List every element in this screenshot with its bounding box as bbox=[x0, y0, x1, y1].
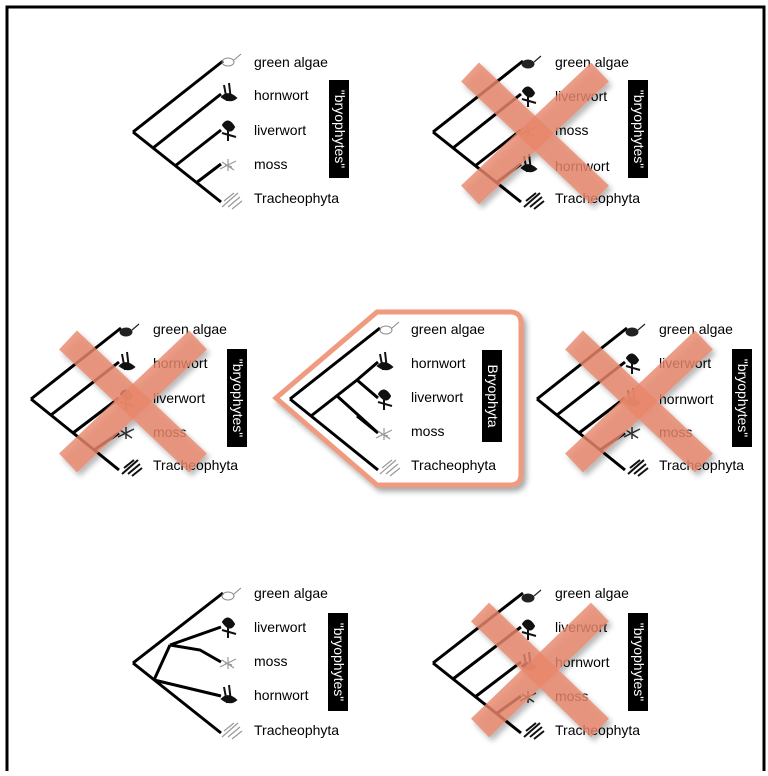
group-label: "bryophytes" bbox=[332, 90, 348, 168]
green-algae-icon bbox=[625, 323, 646, 337]
bryophyta-highlight-outline bbox=[272, 309, 524, 488]
green-algae-icon bbox=[521, 55, 542, 69]
group-label-box bbox=[482, 350, 502, 442]
taxon-label: Tracheophyta bbox=[254, 722, 339, 738]
tracheophyta-icon bbox=[221, 722, 243, 740]
taxon-label: liverwort bbox=[254, 619, 306, 635]
taxon-label: green algae bbox=[555, 54, 629, 70]
taxon-label: green algae bbox=[153, 321, 227, 337]
hornwort-icon bbox=[118, 351, 136, 371]
taxon-label: Tracheophyta bbox=[254, 190, 339, 206]
tracheophyta-icon bbox=[221, 192, 243, 210]
tree-4: green algae hornwort liverwort moss Trac… bbox=[289, 321, 502, 477]
group-label: "bryophytes" bbox=[331, 623, 347, 701]
moss-icon bbox=[623, 427, 641, 439]
tree-2: green algae liverwort moss hornwort Trac… bbox=[432, 54, 648, 210]
liverwort-icon bbox=[221, 120, 237, 141]
rejection-cross bbox=[565, 330, 713, 473]
tree-1-branches bbox=[132, 59, 224, 204]
tracheophyta-icon bbox=[523, 192, 545, 210]
rejection-cross bbox=[59, 330, 207, 473]
taxon-label: green algae bbox=[254, 54, 328, 70]
hornwort-icon bbox=[220, 82, 238, 102]
moss-icon bbox=[375, 428, 393, 440]
group-label-box bbox=[628, 613, 648, 711]
taxon-label: moss bbox=[411, 423, 444, 439]
liverwort-icon bbox=[521, 619, 537, 640]
group-label-box bbox=[329, 80, 349, 178]
group-label: "bryophytes" bbox=[735, 359, 751, 437]
tree-3: green algae hornwort liverwort moss Trac… bbox=[30, 321, 247, 477]
moss-icon bbox=[219, 657, 237, 669]
tree-1: green algae hornwort liverwort moss Trac… bbox=[132, 53, 349, 210]
taxon-label: green algae bbox=[254, 585, 328, 601]
tracheophyta-icon bbox=[379, 459, 401, 477]
group-label-box bbox=[628, 80, 648, 178]
group-label: "bryophytes" bbox=[230, 359, 246, 437]
tracheophyta-icon bbox=[627, 459, 649, 477]
taxon-label: green algae bbox=[411, 321, 485, 337]
taxon-label: green algae bbox=[555, 585, 629, 601]
rejection-cross bbox=[470, 602, 610, 738]
taxon-label: moss bbox=[555, 122, 588, 138]
liverwort-icon bbox=[521, 86, 537, 107]
moss-icon bbox=[117, 427, 135, 439]
taxon-label: Tracheophyta bbox=[555, 190, 640, 206]
moss-icon bbox=[219, 159, 237, 171]
taxon-label: liverwort bbox=[153, 390, 205, 406]
figure-frame bbox=[5, 5, 766, 771]
green-algae-icon bbox=[119, 323, 140, 337]
hornwort-icon bbox=[520, 153, 538, 173]
rejection-cross bbox=[461, 62, 609, 205]
group-label-box bbox=[732, 349, 752, 447]
liverwort-icon bbox=[625, 353, 641, 374]
taxon-label: green algae bbox=[659, 321, 733, 337]
taxon-label: hornwort bbox=[659, 391, 714, 407]
tree-6: green algae liverwort moss hornwort Trac… bbox=[132, 585, 348, 740]
taxon-label: hornwort bbox=[254, 687, 309, 703]
green-algae-icon bbox=[221, 53, 242, 67]
taxon-label: Tracheophyta bbox=[411, 457, 496, 473]
liverwort-icon bbox=[221, 617, 237, 638]
tree-6-branches bbox=[132, 591, 224, 735]
taxon-label: hornwort bbox=[411, 355, 466, 371]
taxon-label: liverwort bbox=[254, 122, 306, 138]
taxon-label: moss bbox=[254, 653, 287, 669]
tree-7: green algae liverwort hornwort moss Trac… bbox=[432, 585, 648, 740]
tracheophyta-icon bbox=[121, 459, 143, 477]
green-algae-icon bbox=[379, 321, 400, 335]
group-label-box bbox=[328, 613, 348, 711]
hornwort-icon bbox=[376, 351, 394, 371]
tracheophyta-icon bbox=[523, 722, 545, 740]
tree-4-branches bbox=[289, 326, 381, 472]
group-label: "bryophytes" bbox=[631, 623, 647, 701]
green-algae-icon bbox=[221, 587, 242, 601]
group-label: "bryophytes" bbox=[631, 90, 647, 168]
group-label: Bryophyta bbox=[485, 364, 501, 427]
liverwort-icon bbox=[377, 389, 393, 410]
taxon-label: moss bbox=[254, 156, 287, 172]
taxon-label: hornwort bbox=[254, 87, 309, 103]
taxon-label: liverwort bbox=[411, 389, 463, 405]
hornwort-icon bbox=[220, 684, 238, 704]
tree-5: green algae liverwort hornwort moss Trac… bbox=[536, 321, 752, 477]
green-algae-icon bbox=[521, 589, 542, 603]
group-label-box bbox=[227, 349, 247, 447]
